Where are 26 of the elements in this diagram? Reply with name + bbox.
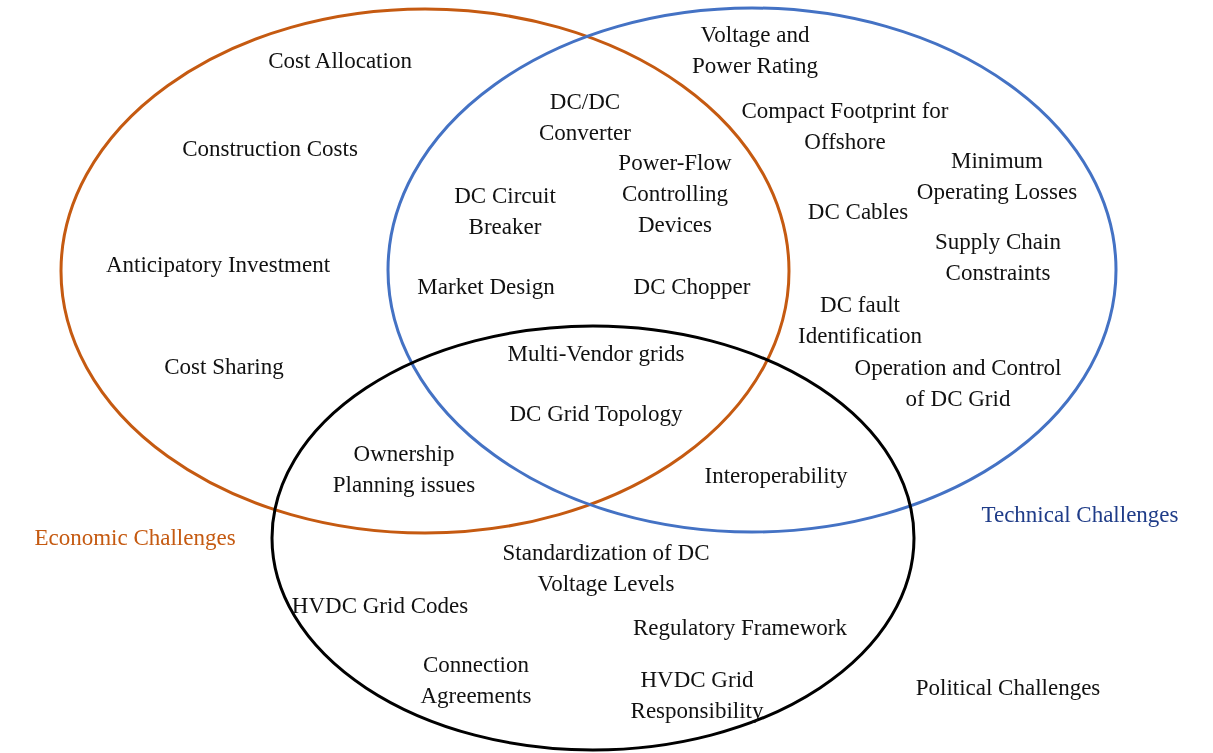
challenge-label: Interoperability <box>704 461 848 490</box>
challenge-label: DC Circuit Breaker <box>453 182 557 241</box>
challenge-label: DC fault Identification <box>797 291 923 350</box>
challenge-label: HVDC Grid Codes <box>291 591 469 620</box>
challenge-label: Construction Costs <box>182 134 358 163</box>
challenge-label: Standardization of DC Voltage Levels <box>501 539 711 598</box>
challenge-label: Market Design <box>417 272 555 301</box>
challenge-label: Supply Chain Constraints <box>934 228 1062 287</box>
set-title: Economic Challenges <box>34 525 236 551</box>
challenge-label: DC Grid Topology <box>509 399 683 428</box>
challenge-label: Connection Agreements <box>419 651 533 710</box>
set-title: Political Challenges <box>915 675 1101 701</box>
challenge-label: DC/DC Converter <box>538 88 632 147</box>
challenge-label: HVDC Grid Responsibility <box>629 666 765 725</box>
challenge-label: Cost Allocation <box>268 46 412 75</box>
challenge-label: Operation and Control of DC Grid <box>853 354 1063 413</box>
set-title: Technical Challenges <box>981 502 1179 528</box>
challenge-label: Anticipatory Investment <box>105 250 331 279</box>
challenge-label: Ownership Planning issues <box>331 440 477 499</box>
challenge-label: DC Chopper <box>633 272 751 301</box>
challenge-label: Multi-Vendor grids <box>507 339 685 368</box>
challenge-label: Regulatory Framework <box>633 613 847 642</box>
challenge-label: DC Cables <box>807 197 909 226</box>
challenge-label: Power-Flow Controlling Devices <box>617 148 733 239</box>
challenge-label: Cost Sharing <box>164 352 284 381</box>
challenge-label: Voltage and Power Rating <box>691 21 819 80</box>
